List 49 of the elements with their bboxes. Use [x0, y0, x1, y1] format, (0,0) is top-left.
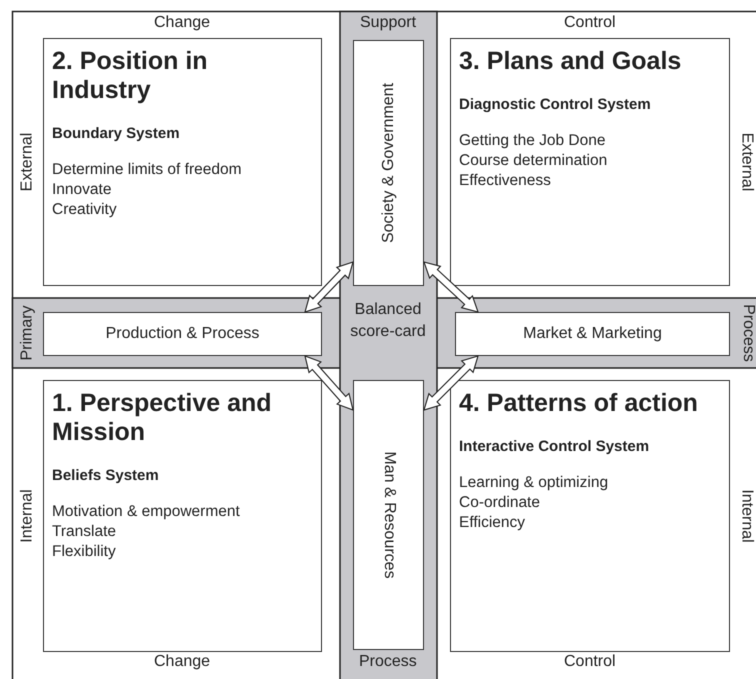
- list-item: Co-ordinate: [459, 493, 541, 513]
- list-item: Translate: [52, 522, 118, 542]
- list-item: Course determination: [459, 151, 608, 171]
- axis-label: Process: [359, 653, 417, 671]
- list-item: Learning & optimizing: [459, 473, 610, 493]
- axis-label: Internal: [18, 489, 36, 543]
- axis-label: Control: [564, 14, 616, 32]
- list-item: Getting the Job Done: [459, 131, 606, 151]
- list-item: Innovate: [52, 180, 112, 200]
- system-heading: Diagnostic Control System: [459, 96, 652, 113]
- axis-label: Change: [154, 14, 210, 32]
- double-arrow: [423, 261, 479, 313]
- axis-label: Process: [738, 304, 756, 362]
- center-label: Balanced score-card: [349, 300, 427, 342]
- axis-label: Change: [154, 653, 210, 671]
- quadrant-title: 4. Patterns of action: [459, 389, 699, 418]
- list-item: Motivation & empowerment: [52, 502, 241, 522]
- quadrant-title: 2. Position in Industry: [52, 47, 209, 105]
- axis-label: External: [736, 132, 755, 192]
- panel-box: [353, 380, 424, 650]
- quadrant-title: 3. Plans and Goals: [459, 47, 682, 76]
- axis-label: Support: [360, 14, 416, 32]
- double-arrow: [304, 261, 354, 313]
- panel-text: Man & Resources: [380, 451, 398, 579]
- list-item: Creativity: [52, 200, 118, 220]
- system-heading: Interactive Control System: [459, 438, 650, 455]
- list-item: Effectiveness: [459, 171, 552, 191]
- system-heading: Boundary System: [52, 125, 181, 142]
- axis-label: Primary: [18, 305, 36, 361]
- panel-text: Society & Government: [380, 82, 398, 244]
- system-heading: Beliefs System: [52, 467, 160, 484]
- double-arrow: [423, 355, 479, 411]
- panel-text: Market & Marketing: [522, 325, 663, 343]
- axis-label: External: [18, 132, 36, 192]
- quadrant-title: 1. Perspective and Mission: [52, 389, 273, 447]
- panel-box: [353, 40, 424, 286]
- list-item: Flexibility: [52, 542, 117, 562]
- quadrant-box: [43, 38, 322, 286]
- axis-label: Control: [564, 653, 616, 671]
- double-arrow: [304, 355, 354, 411]
- axis-label: Internal: [737, 489, 756, 543]
- list-item: Determine limits of freedom: [52, 160, 243, 180]
- panel-text: Production & Process: [104, 325, 260, 343]
- panel-box: [455, 312, 730, 356]
- quadrant-box: [450, 38, 730, 286]
- panel-box: [43, 312, 322, 356]
- quadrant-box: [43, 380, 322, 652]
- list-item: Efficiency: [459, 513, 526, 533]
- quadrant-box: [450, 380, 730, 652]
